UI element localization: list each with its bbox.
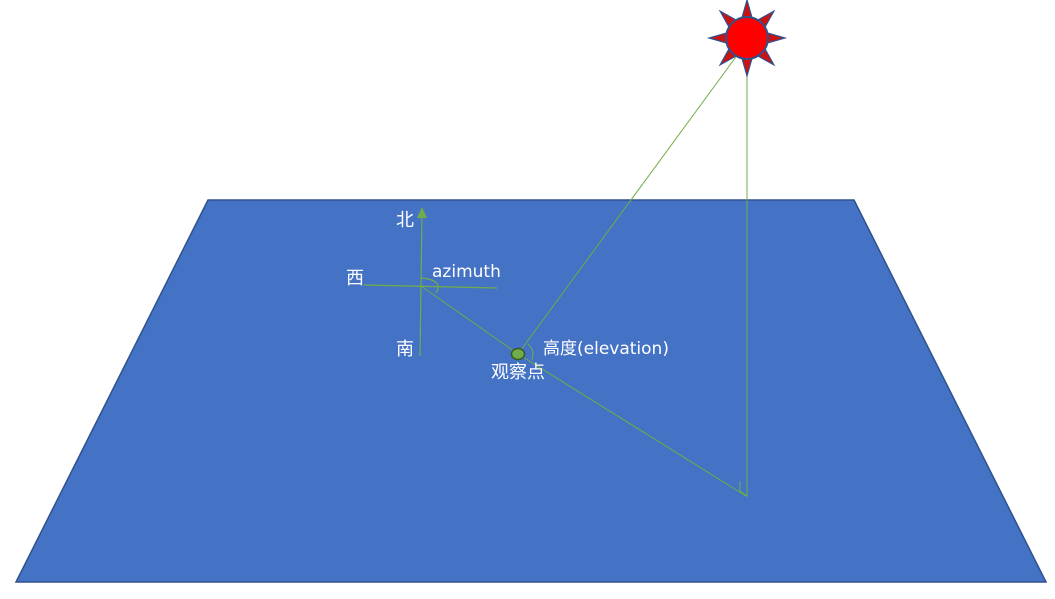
label-west: 西 (346, 268, 364, 289)
azimuth-arc (420, 277, 439, 294)
sun-ray-line (517, 49, 742, 355)
label-elevation: 高度(elevation) (543, 339, 669, 359)
elevation-angle-mark (527, 343, 534, 361)
ground-plane (14, 199, 1048, 583)
label-north: 北 (396, 210, 414, 231)
label-azimuth: azimuth (432, 262, 501, 282)
sun-disc (725, 16, 769, 60)
arrow-up-icon (417, 207, 427, 218)
azimuth-direction-line (420, 285, 519, 355)
north-south-axis (419, 213, 423, 357)
east-west-axis (363, 284, 498, 289)
sun-icon (706, 0, 788, 79)
label-observer: 观察点 (491, 362, 545, 383)
right-angle-mark (739, 481, 748, 497)
observer-point-icon (510, 347, 526, 361)
ground-projection-line (517, 353, 747, 497)
geometry-lines (420, 49, 748, 497)
compass (363, 213, 498, 357)
label-south: 南 (396, 339, 414, 360)
